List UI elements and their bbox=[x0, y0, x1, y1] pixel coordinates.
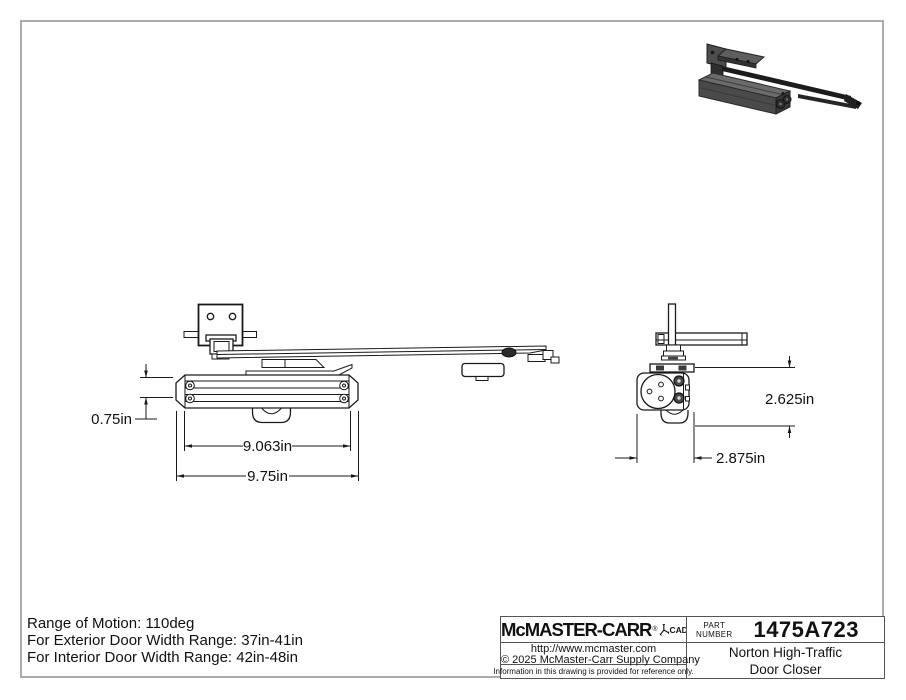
company-info-cell: http://www.mcmaster.com © 2025 McMaster-… bbox=[501, 642, 700, 666]
side-arm-bar bbox=[667, 303, 677, 346]
side-valve-screws bbox=[673, 375, 685, 404]
dim-label-body-length: 9.063in bbox=[243, 438, 292, 455]
iso-arm-icon bbox=[722, 66, 862, 109]
title-block: McMASTER-CARR® CAD PART NUMBER 1475A723 … bbox=[493, 616, 885, 679]
note-interior-door-width: For Interior Door Width Range: 42in-48in bbox=[27, 649, 298, 666]
iso-body-icon bbox=[697, 72, 792, 115]
note-range-of-motion: Range of Motion: 110deg bbox=[27, 615, 195, 632]
iso-bracket-icon bbox=[706, 43, 766, 77]
product-name-line1: Norton High-Traffic bbox=[728, 644, 843, 660]
dim-label-side-depth: 2.875in bbox=[716, 450, 765, 467]
product-name-line2: Door Closer bbox=[749, 661, 822, 677]
registered-trademark: ® bbox=[652, 626, 658, 633]
disclaimer-cell: Information in this drawing is provided … bbox=[493, 665, 694, 678]
page-border bbox=[20, 20, 884, 678]
brand-name: McMASTER-CARR bbox=[501, 618, 652, 640]
dim-label-side-height: 2.625in bbox=[765, 391, 814, 408]
dim-label-mount-hole-spacing: 0.75in bbox=[91, 411, 132, 428]
dim-front-body-length: 9.063in bbox=[184, 411, 351, 455]
front-closer-body bbox=[175, 374, 359, 409]
dim-front-overall-length: 9.75in bbox=[176, 411, 359, 485]
part-number-value: 1475A723 bbox=[753, 616, 859, 642]
dim-label-overall-length: 9.75in bbox=[247, 468, 288, 485]
note-exterior-door-width: For Exterior Door Width Range: 37in-41in bbox=[27, 632, 303, 649]
company-copyright: © 2025 McMaster-Carr Supply Company bbox=[501, 653, 700, 666]
front-view: 0.75in 9.063in 9.75in bbox=[91, 303, 560, 485]
side-spindle bbox=[649, 344, 695, 373]
side-closer-body bbox=[636, 372, 690, 411]
part-label-line1: PART bbox=[703, 620, 726, 630]
dim-front-mount-hole-spacing: 0.75in bbox=[91, 364, 173, 428]
company-website: http://www.mcmaster.com bbox=[530, 642, 657, 655]
part-label-line2: NUMBER bbox=[696, 629, 733, 639]
part-number-label: PART NUMBER bbox=[696, 621, 732, 639]
cad-logo-icon: CAD bbox=[659, 623, 686, 636]
drawing-notes: Range of Motion: 110deg For Exterior Doo… bbox=[27, 615, 303, 666]
isometric-view bbox=[697, 43, 862, 115]
dim-side-depth: 2.875in bbox=[615, 412, 765, 467]
dim-side-height: 2.625in bbox=[695, 356, 814, 438]
front-mount-screws bbox=[185, 380, 349, 404]
brand-logo: McMASTER-CARR® CAD bbox=[501, 617, 687, 643]
front-pinion-cover bbox=[251, 407, 292, 424]
front-mounting-bracket bbox=[183, 303, 257, 360]
part-number-cell: PART NUMBER 1475A723 bbox=[687, 617, 884, 643]
side-mount-plate bbox=[655, 332, 748, 346]
disclaimer-text: Information in this drawing is provided … bbox=[493, 667, 694, 676]
side-pinion-cover bbox=[660, 409, 689, 424]
product-name-cell: Norton High-Traffic Door Closer bbox=[687, 643, 884, 678]
side-view: 2.625in 2.875in bbox=[615, 303, 814, 467]
cad-logo-text: CAD bbox=[669, 625, 686, 635]
